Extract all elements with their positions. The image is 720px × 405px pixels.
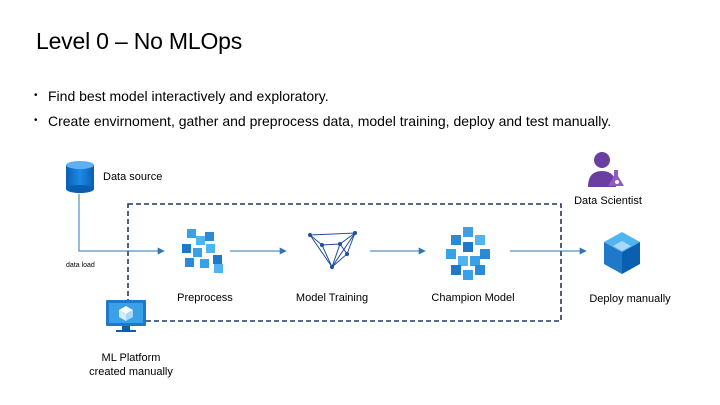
bullet-item: • Create envirnoment, gather and preproc…: [34, 112, 684, 130]
bullet-item: • Find best model interactively and expl…: [34, 87, 684, 105]
ml-platform-label: ML Platform created manually: [76, 351, 186, 379]
bullet-dot-icon: •: [34, 115, 38, 126]
ml-platform-monitor-icon: [106, 300, 146, 332]
database-icon: [66, 161, 94, 193]
preprocess-cubes-icon: [182, 229, 223, 273]
ml-platform-label-line2: created manually: [89, 366, 173, 378]
preprocess-label: Preprocess: [177, 292, 233, 304]
data-load-label: data load: [66, 262, 95, 269]
slide-title: Level 0 – No MLOps: [36, 28, 243, 54]
champion-model-label: Champion Model: [431, 292, 515, 304]
deploy-label: Deploy manually: [589, 293, 671, 305]
scientist-icon: [588, 152, 624, 187]
ml-platform-label-line1: ML Platform: [101, 352, 161, 364]
deploy-cube-icon: [604, 232, 640, 274]
data-source-label: Data source: [103, 171, 163, 183]
bullet-text: Create envirnoment, gather and preproces…: [48, 113, 612, 129]
champion-cubes-icon: [446, 227, 490, 280]
bullet-dot-icon: •: [34, 90, 38, 101]
bullet-list: • Find best model interactively and expl…: [34, 87, 684, 137]
data-load-arrow: [78, 194, 165, 255]
ml-platform-boundary: [127, 203, 562, 322]
model-training-label: Model Training: [295, 292, 369, 304]
bullet-text: Find best model interactively and explor…: [48, 88, 329, 104]
neural-network-nodes: [308, 231, 357, 269]
neural-network-icon: [309, 232, 356, 269]
data-scientist-label: Data Scientist: [574, 195, 642, 207]
